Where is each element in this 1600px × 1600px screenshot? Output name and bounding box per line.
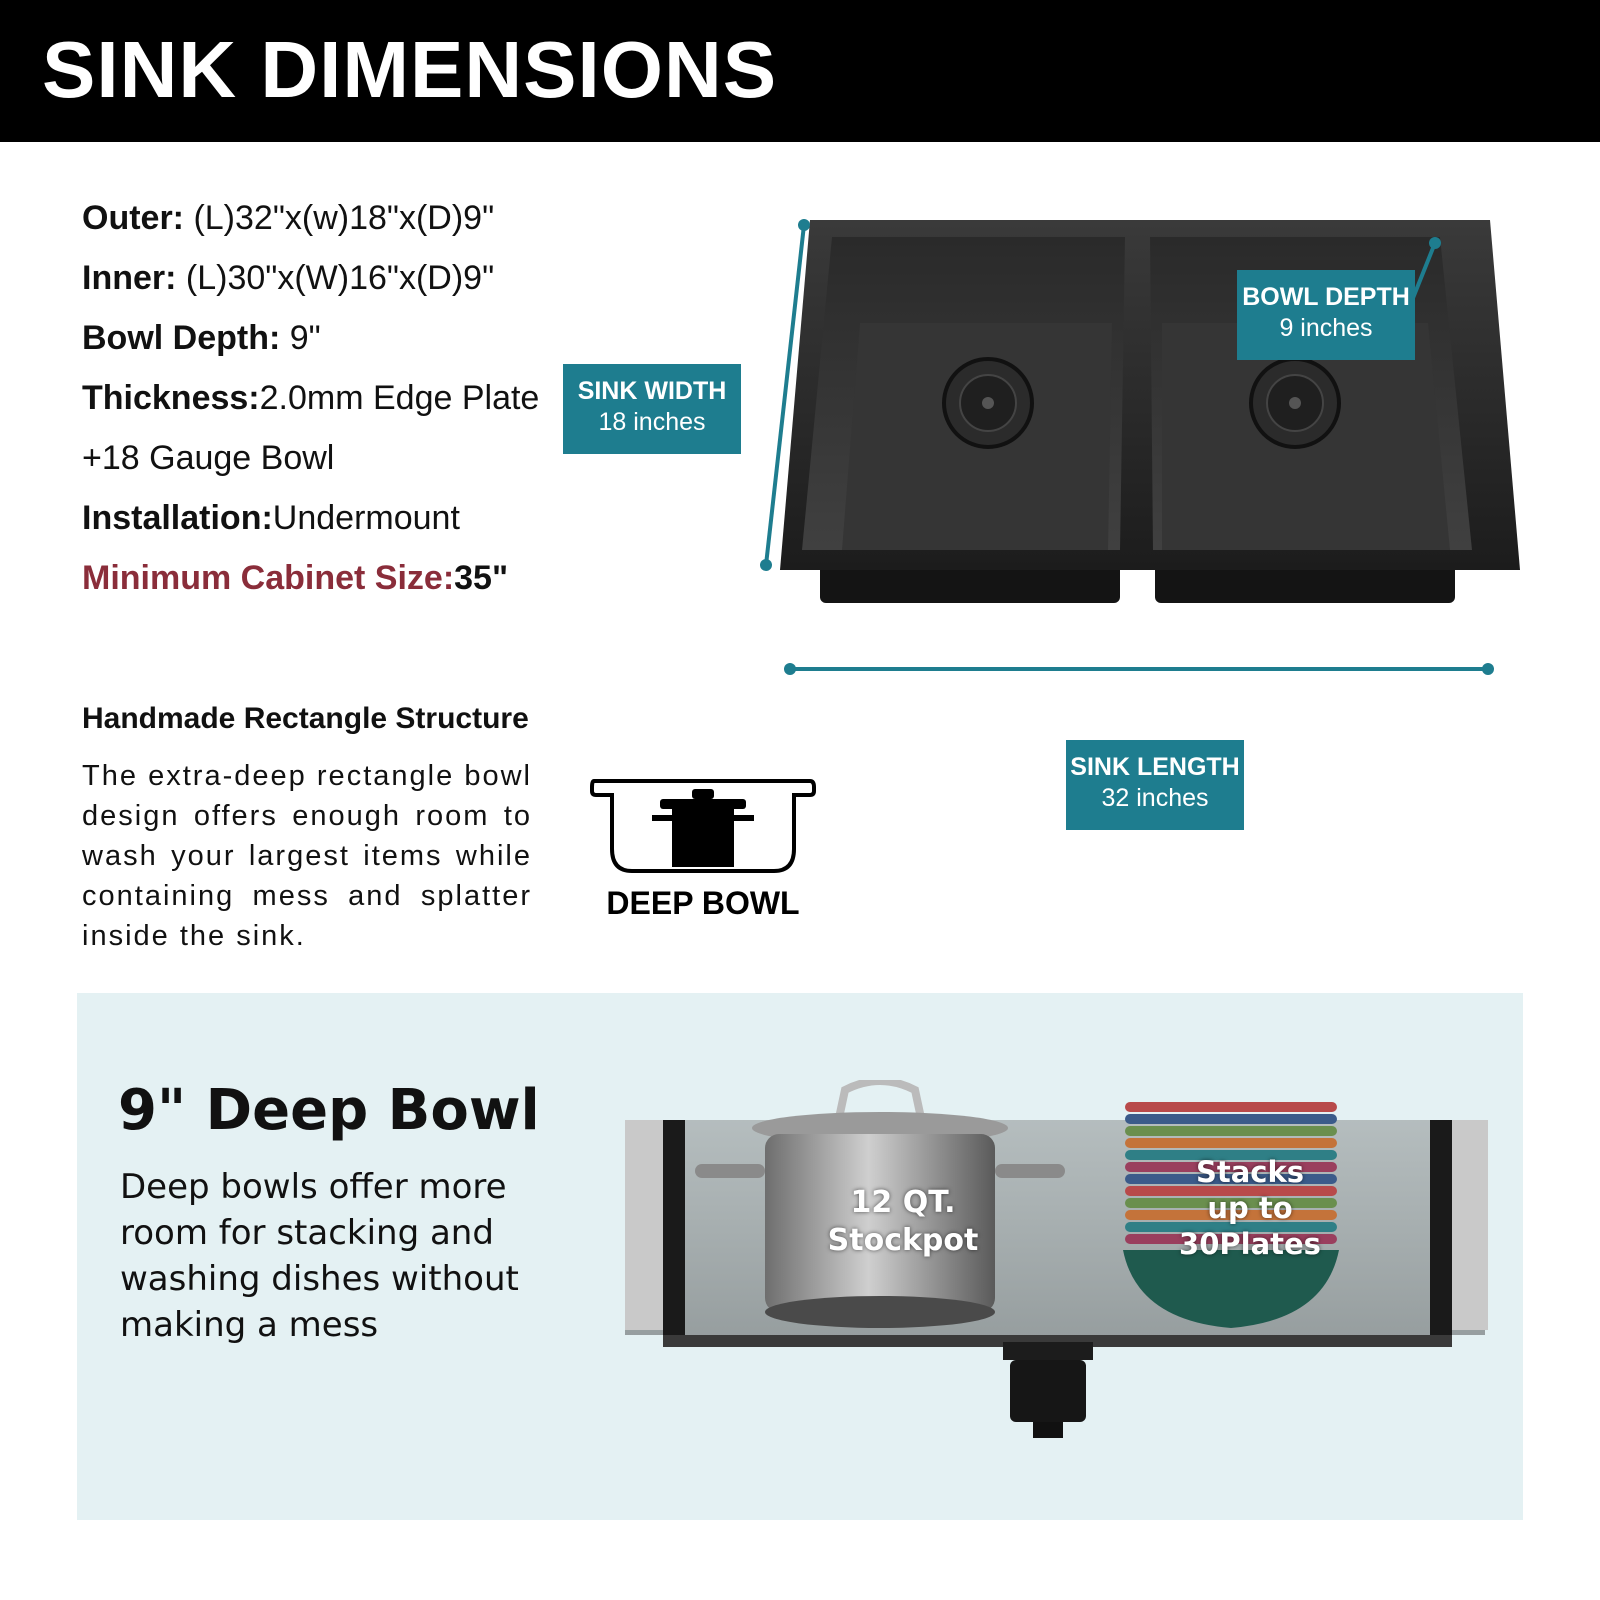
header-bar: SINK DIMENSIONS: [0, 0, 1600, 142]
stockpot-label: 12 QT. Stockpot: [808, 1184, 998, 1260]
spec-label: Minimum Cabinet Size:: [82, 559, 455, 597]
spec-label: Outer:: [82, 199, 184, 237]
plates-label-line: Stacks: [1195, 1155, 1305, 1189]
spec-inner: Inner: (L)30"x(W)16"x(D)9": [82, 248, 582, 308]
spec-gauge: +18 Gauge Bowl: [82, 428, 582, 488]
spec-thickness: Thickness:2.0mm Edge Plate: [82, 368, 582, 428]
tag-title: SINK LENGTH: [1070, 753, 1240, 781]
stockpot-label-line: Stockpot: [827, 1223, 979, 1258]
bowl-cross-section-image: [625, 1080, 1488, 1438]
spec-label: Installation:: [82, 499, 273, 537]
spec-value: +18 Gauge Bowl: [82, 439, 335, 477]
sink-top-view-image: [760, 219, 1520, 675]
spec-value: Undermount: [272, 499, 460, 537]
structure-description: The extra-deep rectangle bowl design off…: [82, 760, 532, 952]
spec-value: (L)30"x(W)16"x(D)9": [176, 259, 495, 297]
spec-bowl-depth: Bowl Depth: 9": [82, 308, 582, 368]
structure-heading: Handmade Rectangle Structure: [82, 702, 529, 735]
bowl-depth-tag: BOWL DEPTH 9 inches: [1237, 270, 1415, 360]
tag-title: BOWL DEPTH: [1242, 283, 1410, 311]
spec-installation: Installation:Undermount: [82, 488, 582, 548]
stockpot-label-line: 12 QT.: [850, 1185, 956, 1220]
plates-label-line: 30Plates: [1179, 1227, 1321, 1261]
tag-value: 32 inches: [1101, 784, 1209, 812]
spec-value: 35": [454, 559, 509, 597]
tag-value: 18 inches: [598, 408, 706, 436]
pot-in-bowl-icon: [590, 779, 816, 873]
page-title: SINK DIMENSIONS: [42, 25, 778, 114]
spec-outer: Outer: (L)32"x(w)18"x(D)9": [82, 188, 582, 248]
plate-stack: [1123, 1102, 1339, 1328]
tag-value: 9 inches: [1279, 314, 1373, 342]
sink-width-tag: SINK WIDTH 18 inches: [563, 364, 741, 454]
plates-label-line: up to: [1207, 1191, 1293, 1225]
sink-length-tag: SINK LENGTH 32 inches: [1066, 740, 1244, 830]
plates-label: Stacks up to 30Plates: [1150, 1154, 1350, 1262]
spec-list: Outer: (L)32"x(w)18"x(D)9" Inner: (L)30"…: [82, 188, 582, 608]
panel-heading: 9" Deep Bowl: [118, 1078, 540, 1143]
spec-label: Bowl Depth:: [82, 319, 281, 357]
deep-bowl-label: DEEP BOWL: [606, 885, 800, 921]
spec-label: Inner:: [82, 259, 177, 297]
spec-cabinet-size: Minimum Cabinet Size:35": [82, 548, 582, 608]
spec-value: 2.0mm Edge Plate: [259, 379, 540, 417]
tag-title: SINK WIDTH: [577, 377, 727, 405]
panel-description: Deep bowls offer more room for stacking …: [120, 1167, 519, 1345]
spec-value: 9": [280, 319, 321, 357]
spec-value: (L)32"x(w)18"x(D)9": [184, 199, 495, 237]
spec-label: Thickness:: [82, 379, 260, 417]
